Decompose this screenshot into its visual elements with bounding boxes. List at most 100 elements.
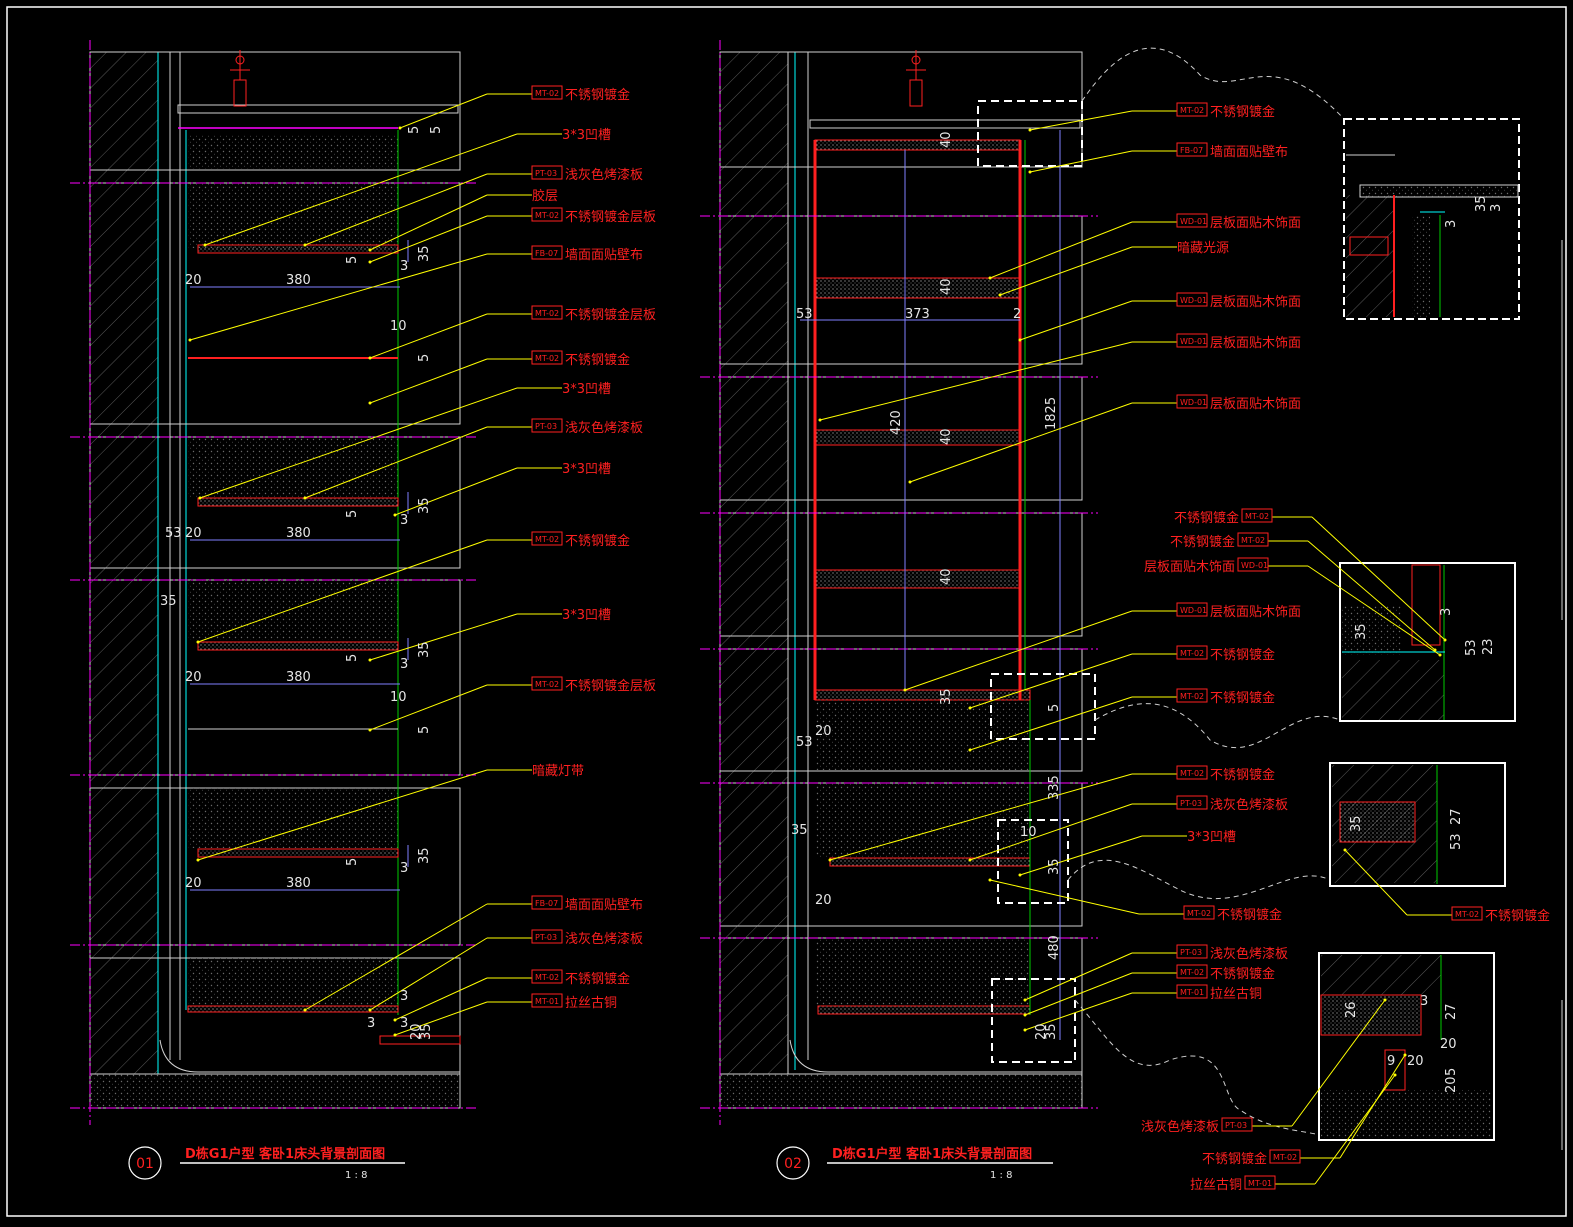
- dimension-left-30: 3: [400, 1016, 408, 1031]
- callout-left-14: 暗藏灯带: [532, 764, 584, 779]
- callout-mid-3: 暗藏光源: [1177, 241, 1229, 256]
- material-tag-box: [1176, 964, 1208, 979]
- material-label: 层板面贴木饰面: [1144, 560, 1235, 575]
- material-tag: MT-02: [1180, 106, 1204, 115]
- material-label: 暗藏光源: [1177, 241, 1229, 256]
- material-label: 层板面贴木饰面: [1210, 295, 1301, 310]
- material-tag-box: [531, 993, 563, 1008]
- material-tag-box: [1176, 645, 1208, 660]
- dimension-left-27: 380: [286, 876, 311, 891]
- material-tag: MT-02: [1241, 536, 1265, 545]
- material-tag-box: [1451, 906, 1483, 921]
- material-label: 浅灰色烤漆板: [565, 167, 643, 183]
- dimension-left-2: 35: [417, 245, 432, 262]
- material-label: 层板面贴木饰面: [1210, 605, 1301, 620]
- material-tag-box: [531, 350, 563, 365]
- material-tag: MT-02: [535, 973, 559, 982]
- sheet-border: [6, 6, 1567, 1217]
- dimension-mid-11: 20: [815, 724, 832, 739]
- dimension-left-9: 35: [417, 497, 432, 514]
- dimension-mid-9: 35: [939, 688, 954, 705]
- material-tag: MT-02: [535, 309, 559, 318]
- dimension-left-14: 380: [286, 526, 311, 541]
- material-label: 浅灰色烤漆板: [1141, 1119, 1219, 1135]
- material-tag: MT-02: [1180, 769, 1204, 778]
- dimension-detail-14: 20: [1444, 1076, 1459, 1093]
- dimension-left-21: 10: [390, 690, 407, 705]
- material-tag-box: [1237, 557, 1269, 572]
- material-label: 浅灰色烤漆板: [1210, 797, 1288, 813]
- dimension-left-4: 3: [400, 259, 408, 274]
- material-tag: PT-03: [535, 169, 557, 178]
- dimension-left-13: 20: [185, 526, 202, 541]
- material-label: 3*3凹槽: [1187, 830, 1236, 845]
- dimension-mid-2: 53: [796, 307, 813, 322]
- material-tag-box: [531, 676, 563, 691]
- material-tag-box: [1183, 905, 1215, 920]
- dimension-left-20: 380: [286, 670, 311, 685]
- material-tag-box: [1176, 213, 1208, 228]
- dimension-left-10: 5: [345, 510, 360, 518]
- dimension-detail-10: 26: [1344, 1001, 1359, 1018]
- material-label: 暗藏灯带: [532, 764, 584, 779]
- callout-detail-0: 不锈钢镀金 MT-02: [1174, 508, 1273, 526]
- material-label: 不锈钢镀金: [565, 352, 630, 368]
- material-tag: MT-02: [1245, 512, 1269, 521]
- dimension-left-19: 20: [185, 670, 202, 685]
- callout-mid-12: 3*3凹槽: [1187, 830, 1236, 845]
- material-tag-box: [531, 969, 563, 984]
- view-title: D栋G1户型 客卧1床头背景剖面图: [832, 1146, 1032, 1162]
- material-tag: MT-02: [1180, 968, 1204, 977]
- dimension-detail-16: 9: [1387, 1054, 1395, 1069]
- material-tag-box: [1176, 944, 1208, 959]
- material-label: 不锈钢镀金: [565, 533, 630, 549]
- dimension-mid-18: 480: [1047, 935, 1062, 960]
- material-tag-box: [1176, 765, 1208, 780]
- material-tag: PT-03: [1180, 948, 1202, 957]
- dimension-left-16: 35: [417, 641, 432, 658]
- material-label: 不锈钢镀金: [1174, 510, 1239, 526]
- material-tag: MT-01: [535, 997, 559, 1006]
- dimension-detail-0: 35: [1474, 195, 1489, 212]
- dimension-left-23: 35: [417, 847, 432, 864]
- material-label: 浅灰色烤漆板: [565, 931, 643, 947]
- callout-left-10: 3*3凹槽: [562, 462, 611, 477]
- view-number: 01: [136, 1156, 154, 1172]
- detail-views: [1318, 118, 1520, 1141]
- callout-left-1: 3*3凹槽: [562, 128, 611, 143]
- material-tag-box: [1176, 602, 1208, 617]
- material-label: 不锈钢镀金: [1170, 534, 1235, 550]
- callout-left-3: 胶层: [532, 188, 558, 204]
- dimension-left-24: 5: [345, 858, 360, 866]
- material-tag: FB-07: [1180, 146, 1203, 155]
- dimension-mid-4: 2: [1013, 307, 1021, 322]
- material-label: 不锈钢镀金层板: [565, 307, 656, 323]
- material-tag-box: [1176, 394, 1208, 409]
- dimension-left-6: 380: [286, 273, 311, 288]
- material-label: 层板面贴木饰面: [1210, 336, 1301, 351]
- dimension-mid-1: 40: [939, 278, 954, 295]
- material-tag-box: [531, 245, 563, 260]
- material-tag-box: [1176, 102, 1208, 117]
- view-number: 02: [784, 1156, 802, 1172]
- dimension-detail-12: 20: [1440, 1037, 1457, 1052]
- dimension-left-8: 5: [417, 354, 432, 362]
- dimension-left-18: 3: [400, 657, 408, 672]
- material-tag: MT-02: [1187, 909, 1211, 918]
- material-label: 不锈钢镀金: [1202, 1151, 1267, 1167]
- dimension-left-15: 35: [160, 594, 177, 609]
- material-label: 墙面面贴壁布: [565, 898, 643, 913]
